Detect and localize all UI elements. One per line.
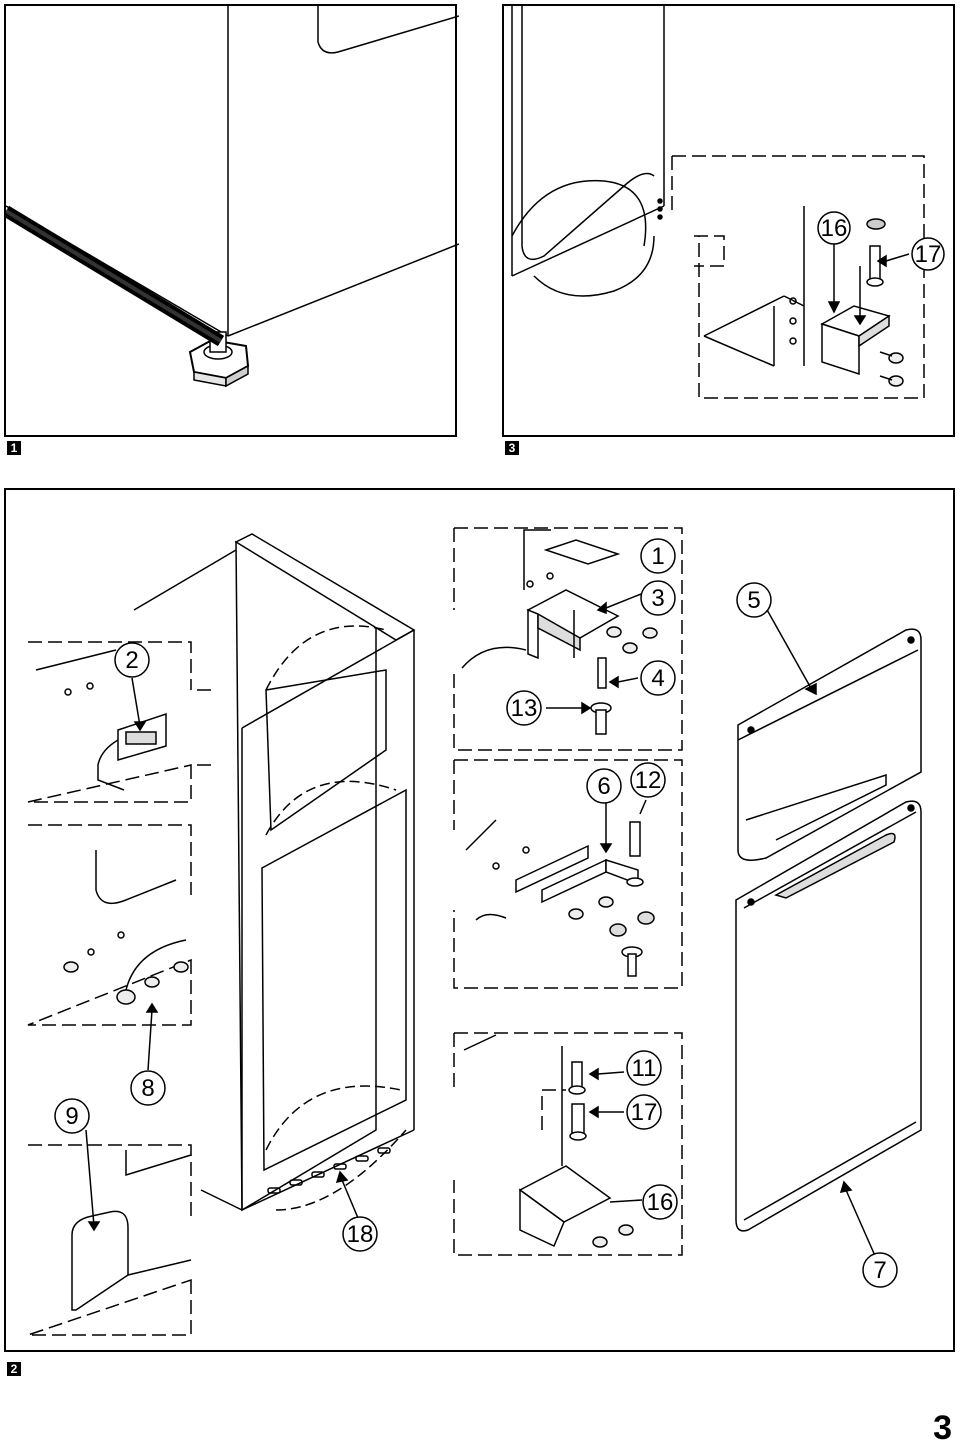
callout-9: 9: [65, 1103, 78, 1130]
callout-4: 4: [651, 665, 664, 692]
callout-2: 2: [125, 647, 138, 674]
figure-3-tag: 3: [505, 441, 519, 455]
figure-1-tag: 1: [7, 441, 21, 455]
callout-16: 16: [647, 1189, 674, 1216]
callout-12: 12: [635, 767, 662, 794]
page-number: 3: [933, 1409, 952, 1447]
callout-8: 8: [141, 1075, 154, 1102]
callout-17: 17: [915, 241, 942, 268]
callout-3: 3: [651, 585, 664, 612]
callout-7: 7: [873, 1257, 886, 1284]
figure-1-panel: [4, 4, 459, 437]
callout-17: 17: [631, 1099, 658, 1126]
callout-16: 16: [821, 215, 848, 242]
figure-3-panel: 16 17: [502, 4, 955, 437]
callout-1: 1: [651, 543, 664, 570]
figure-2-tag: 2: [7, 1362, 21, 1376]
callout-13: 13: [511, 695, 538, 722]
figure-2-door-reversal-illustration: 1 3 5 2 4 13 6 12 8 9 11 17 16 18 7: [27, 527, 922, 1336]
figure-3-bottom-hinge-illustration: 16 17: [511, 6, 945, 399]
figure-1-leveling-foot-illustration: [6, 6, 459, 388]
figure-2-panel: 1 3 5 2 4 13 6 12 8 9 11 17 16 18 7: [4, 488, 955, 1352]
callout-5: 5: [747, 587, 760, 614]
callout-18: 18: [347, 1221, 374, 1248]
callout-6: 6: [597, 773, 610, 800]
callout-11: 11: [632, 1055, 657, 1082]
